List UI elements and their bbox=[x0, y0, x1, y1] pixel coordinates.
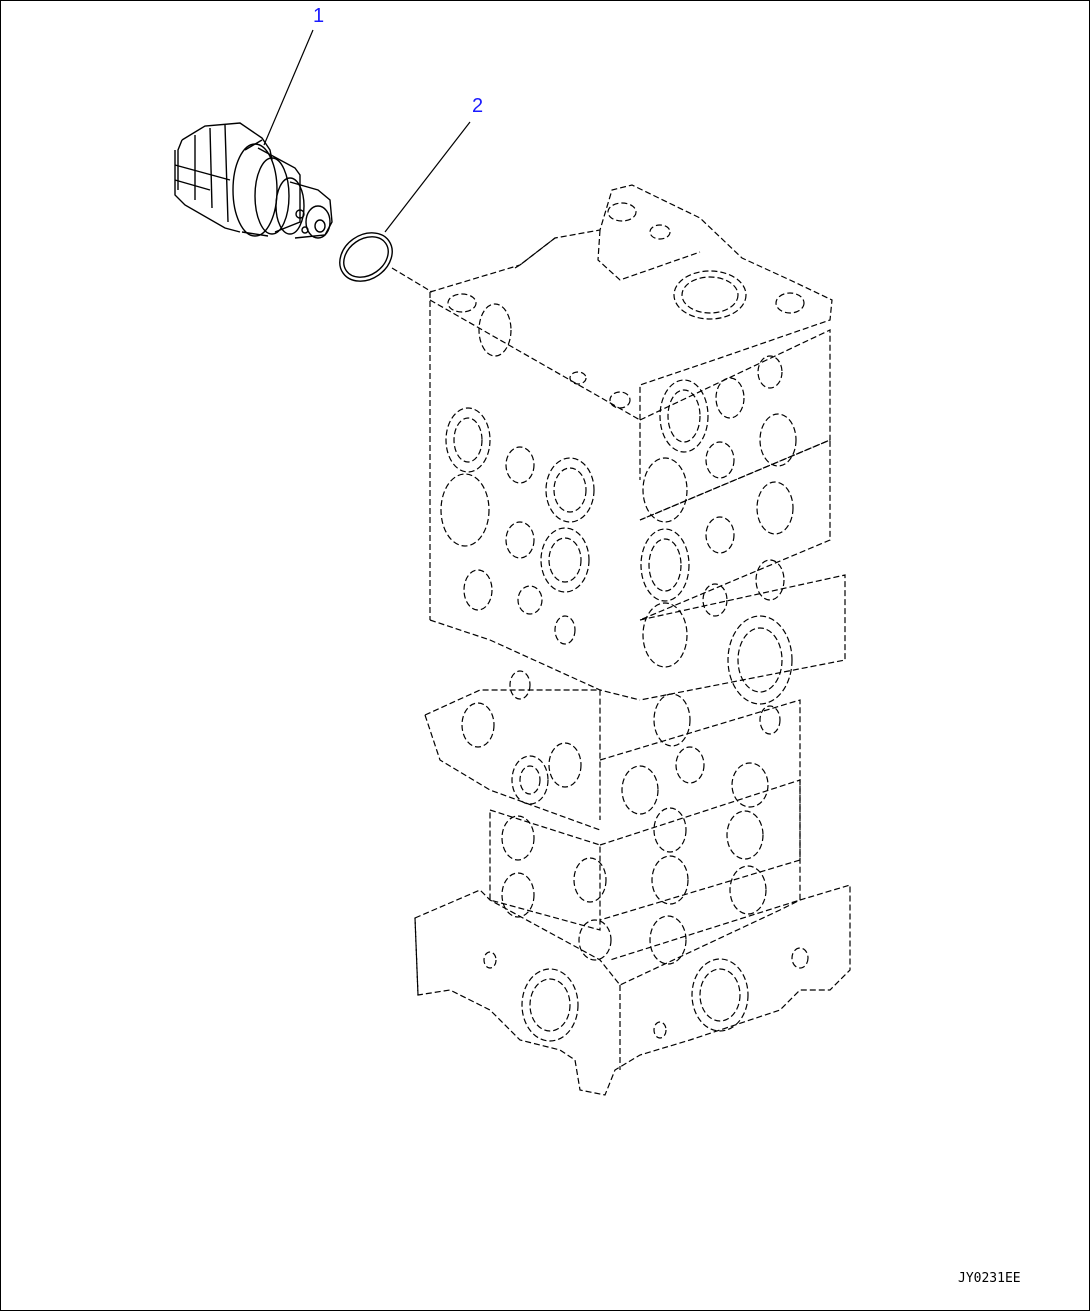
callout-1-label[interactable]: 1 bbox=[313, 5, 324, 27]
figure-code: JY0231EE bbox=[958, 1271, 1021, 1286]
assembly-axis-line bbox=[391, 267, 433, 293]
callout-2-leader bbox=[384, 121, 471, 233]
callout-1-leader bbox=[263, 29, 314, 146]
o-ring-part[interactable] bbox=[330, 223, 401, 291]
control-valve-body bbox=[414, 184, 851, 1096]
callout-2-label[interactable]: 2 bbox=[472, 95, 483, 117]
valve-cartridge-part[interactable] bbox=[174, 122, 333, 239]
